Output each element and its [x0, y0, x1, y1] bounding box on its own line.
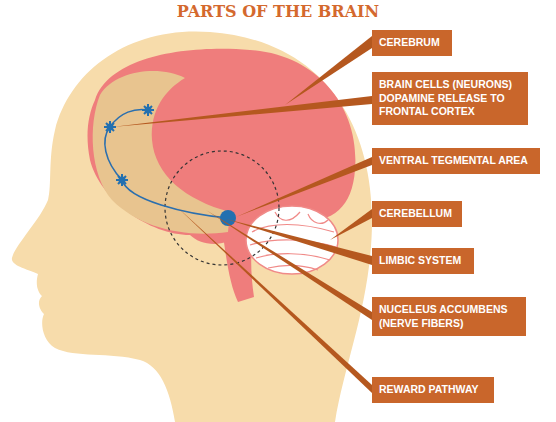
head-silhouette: [12, 31, 372, 422]
title-text: PARTS OF THE BRAIN: [0, 2, 556, 21]
label-box: CEREBELLUM: [372, 201, 462, 227]
label-box: REWARD PATHWAY: [372, 377, 494, 403]
frontal-cortex-region: [93, 71, 230, 234]
leader-wedge: [112, 36, 372, 393]
limbic-system-circle: [165, 151, 279, 265]
label-box: NUCELEUS ACCUMBENS (NERVE FIBERS): [372, 297, 526, 336]
label-text: NUCELEUS ACCUMBENS (NERVE FIBERS): [379, 303, 519, 330]
label-box: BRAIN CELLS (NEURONS) DOPAMINE RELEASE T…: [372, 72, 528, 125]
label-box: LIMBIC SYSTEM: [372, 248, 474, 274]
label-text: REWARD PATHWAY: [379, 383, 487, 397]
label-text: CEREBRUM: [379, 36, 445, 50]
label-text: BRAIN CELLS (NEURONS) DOPAMINE RELEASE T…: [379, 78, 521, 119]
label-text: LIMBIC SYSTEM: [379, 254, 467, 268]
label-text: VENTRAL TEGMENTAL AREA: [379, 154, 533, 168]
neuron-symbol: [104, 104, 154, 186]
label-text: CEREBELLUM: [379, 207, 455, 221]
label-box: VENTRAL TEGMENTAL AREA: [372, 148, 540, 174]
label-box: CEREBRUM: [372, 30, 452, 56]
diagram-title: PARTS OF THE BRAIN: [0, 2, 556, 21]
